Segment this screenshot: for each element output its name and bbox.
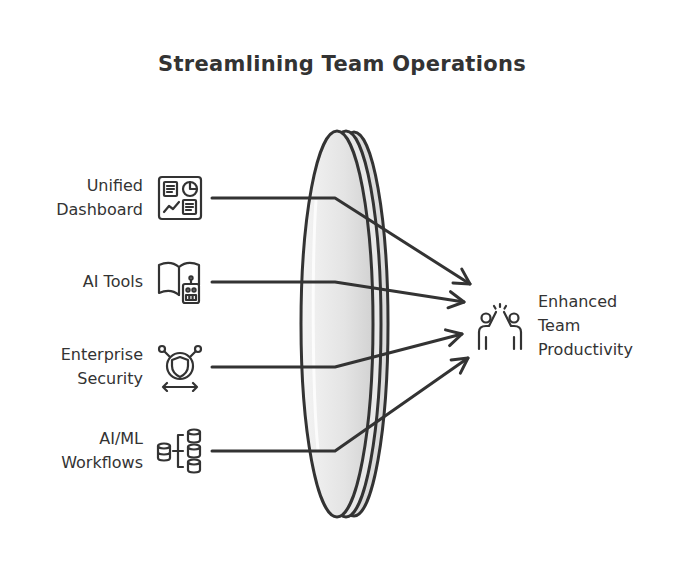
dashboard-icon [155,173,205,223]
input-node: Enterprise Security [20,343,212,391]
converging-arrow [212,330,462,367]
converging-arrow [212,358,468,451]
diagram-title: Streamlining Team Operations [0,52,684,76]
node-label: Unified Dashboard [35,174,143,222]
output-node: Enhanced Team Productivity [474,290,674,362]
node-label: AI/ML Workflows [35,427,143,475]
node-text-group: Enterprise Security [35,343,143,391]
node-text-group: Enhanced Team Productivity [538,290,652,362]
arrow-head [451,358,468,373]
arrow-head [448,292,464,308]
arrow-line [212,334,462,367]
workflow-icon [155,426,205,476]
arrow-line [212,282,464,302]
arrow-head [446,330,463,346]
node-label: AI Tools [35,270,143,294]
lens-highlight [313,200,318,450]
node-text-group: AI/ML Workflows [35,427,143,475]
node-text-group: AI Tools [35,270,143,294]
input-node: AI/ML Workflows [20,427,212,475]
converging-arrow [212,282,464,308]
input-node: Unified Dashboard [20,172,212,224]
input-node: AI Tools [20,258,212,306]
converging-arrow [212,198,470,284]
node-label: Enterprise Security [35,343,143,391]
arrow-line [212,198,470,284]
arrow-line [212,358,468,451]
node-text-group: Unified Dashboard [35,174,143,222]
arrow-head [453,269,470,284]
ai-icon [155,257,205,307]
node-label: Enhanced Team Productivity [538,290,652,362]
team-icon [474,301,524,351]
security-icon [155,342,205,392]
lens-front [301,131,373,517]
